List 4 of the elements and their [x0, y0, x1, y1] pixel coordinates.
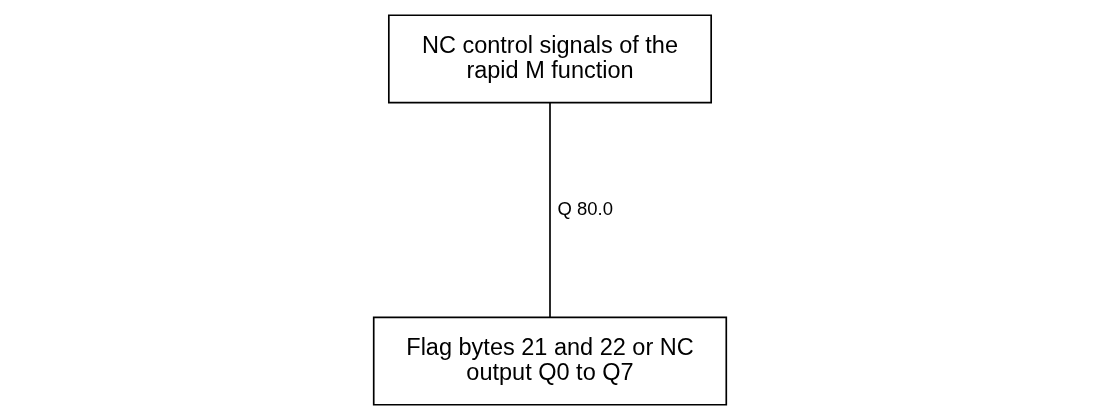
- node-box: Flag bytes 21 and 22 or NC output Q0 to Q7: [372, 316, 728, 406]
- connector: [549, 101, 551, 318]
- edge-label: Q 80.0: [557, 197, 613, 219]
- node-box: NC control signals of the rapid M function: [388, 14, 712, 104]
